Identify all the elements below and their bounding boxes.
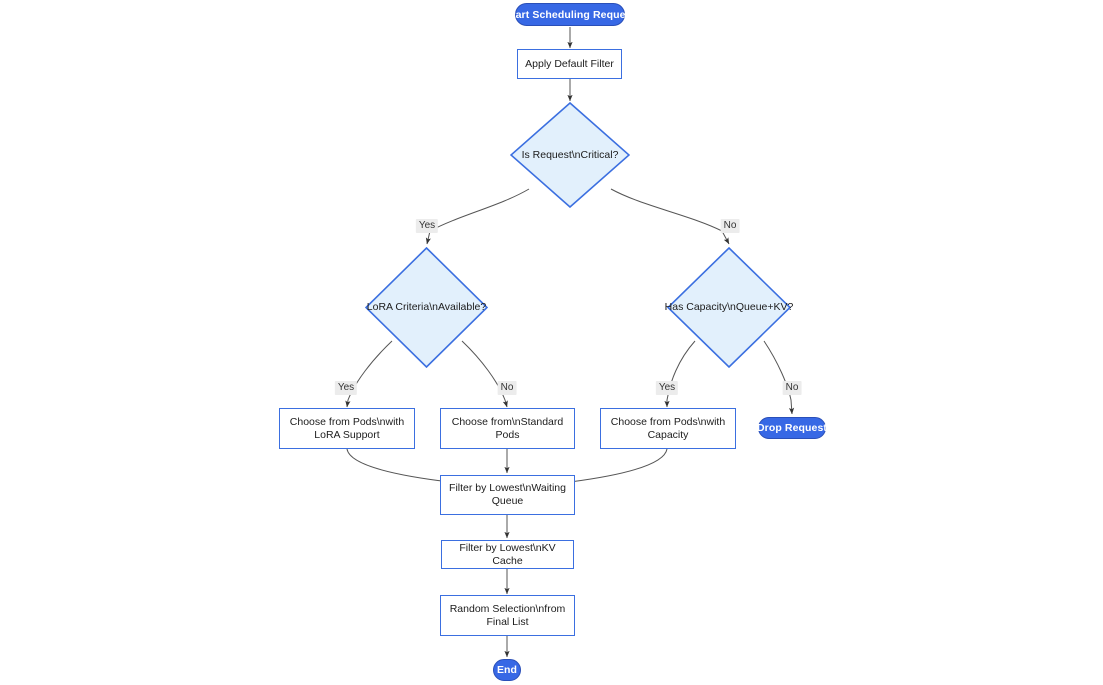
node-choose-pods-standard[interactable]: Choose from\nStandard Pods bbox=[440, 408, 575, 449]
node-choose-pods-capacity-label: Choose from Pods\nwith Capacity bbox=[610, 415, 726, 441]
node-choose-pods-standard-label: Choose from\nStandard Pods bbox=[451, 415, 564, 441]
edge-label-lora-yes: Yes bbox=[334, 381, 358, 395]
edge-label-capacity-yes: Yes bbox=[655, 381, 679, 395]
node-end[interactable]: End bbox=[493, 659, 521, 681]
node-choose-pods-lora[interactable]: Choose from Pods\nwith LoRA Support bbox=[279, 408, 415, 449]
node-filter-kv-cache-label: Filter by Lowest\nKV Cache bbox=[459, 541, 556, 567]
diamond-shape bbox=[667, 247, 791, 368]
edge-label-capacity-no: No bbox=[782, 381, 802, 395]
edge-label-critical-yes: Yes bbox=[415, 219, 439, 233]
diamond-shape bbox=[365, 247, 488, 368]
node-choose-pods-capacity[interactable]: Choose from Pods\nwith Capacity bbox=[600, 408, 736, 449]
node-start[interactable]: Start Scheduling Request bbox=[505, 3, 635, 26]
node-apply-default-filter-label: Apply Default Filter bbox=[525, 57, 614, 70]
node-end-label: End bbox=[496, 664, 518, 676]
node-is-request-critical[interactable]: Is Request\nCritical? bbox=[510, 102, 630, 208]
node-choose-pods-lora-label: Choose from Pods\nwith LoRA Support bbox=[289, 415, 405, 441]
edge-label-lora-no: No bbox=[497, 381, 517, 395]
node-apply-default-filter[interactable]: Apply Default Filter bbox=[517, 49, 622, 79]
node-random-selection-label: Random Selection\nfrom Final List bbox=[449, 602, 566, 628]
node-drop-request[interactable]: Drop Request bbox=[756, 417, 828, 439]
edge-label-critical-no: No bbox=[720, 219, 740, 233]
node-has-capacity[interactable]: Has Capacity\nQueue+KV? bbox=[664, 247, 794, 368]
node-random-selection[interactable]: Random Selection\nfrom Final List bbox=[440, 595, 575, 636]
node-has-capacity-label: Has Capacity\nQueue+KV? bbox=[664, 301, 794, 313]
node-drop-request-label: Drop Request bbox=[756, 422, 828, 434]
node-lora-criteria-available[interactable]: LoRA Criteria\nAvailable? bbox=[365, 247, 488, 368]
node-filter-waiting-queue[interactable]: Filter by Lowest\nWaiting Queue bbox=[440, 475, 575, 515]
node-is-request-critical-label: Is Request\nCritical? bbox=[521, 148, 619, 161]
node-start-label: Start Scheduling Request bbox=[504, 8, 636, 21]
node-filter-waiting-queue-label: Filter by Lowest\nWaiting Queue bbox=[449, 482, 566, 507]
diamond-shape bbox=[510, 102, 630, 208]
node-filter-kv-cache[interactable]: Filter by Lowest\nKV Cache bbox=[441, 540, 574, 569]
node-lora-criteria-available-label: LoRA Criteria\nAvailable? bbox=[366, 301, 487, 313]
